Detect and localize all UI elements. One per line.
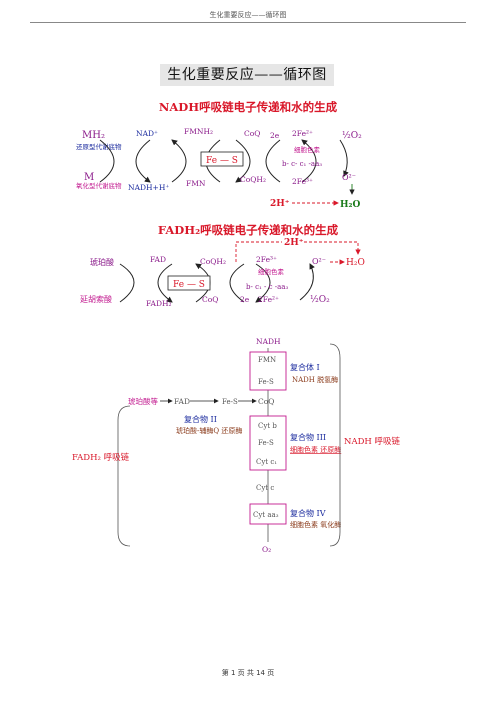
fadh2-cycle-diagram: 2H⁺ 琥珀酸 延胡索酸 FAD FADH₂ Fe — S CoQH₂ CoQ … — [80, 238, 365, 308]
complex3-label: 复合物 III — [290, 432, 326, 442]
fadh2-h-bracket — [235, 241, 358, 262]
fadh2-section-title: FADH₂呼吸链电子传递和水的生成 — [157, 223, 339, 237]
fadh2-half-o2-label: ½O₂ — [310, 294, 330, 305]
fmn-label: FMN — [186, 179, 206, 188]
nadh-brace — [329, 343, 341, 547]
succinate-etc-label: 琥珀酸等 — [128, 396, 158, 406]
fumarate-label: 延胡索酸 — [80, 294, 112, 304]
fadh2-two-fe3-label: 2Fe³⁺ — [256, 255, 277, 264]
nad-plus-label: NAD⁺ — [136, 129, 158, 138]
two-e-label: 2e — [270, 131, 280, 140]
chain-nadh-label: NADH — [256, 337, 281, 346]
succinate-label: 琥珀酸 — [90, 257, 114, 267]
fadh2-two-fe2-label: 2Fe²⁺ — [258, 295, 279, 304]
fadh2-h2o-label: H₂O — [346, 258, 365, 268]
fadh2-cytochrome-label: 细胞色素 — [258, 267, 285, 276]
chain-fes2-label: Fe-S — [222, 398, 238, 406]
half-o2-label: ½O₂ — [342, 130, 362, 141]
cyt-chain-label: b- c- c₁ -aa₃ — [282, 160, 322, 168]
coq-label: CoQ — [244, 129, 260, 138]
fadh2-fe-s-label: Fe — S — [173, 280, 205, 290]
m-label: M — [84, 172, 94, 183]
complex4-desc-label: 细胞色素 氧化酶 — [290, 520, 341, 529]
chain-coq-label: CoQ — [258, 397, 274, 406]
chain-fmn-label: FMN — [258, 356, 276, 364]
chain-cyt-c-label: Cyt c — [256, 484, 274, 492]
fadh2-coqh2-label: CoQH₂ — [200, 257, 226, 266]
m-desc-label: 氧化型代谢底物 — [76, 181, 122, 190]
complex4-box — [249, 503, 287, 525]
fadh2-arc-5 — [255, 263, 271, 303]
nadh-arc-7 — [301, 139, 317, 183]
chain-fad-label: FAD — [174, 397, 190, 406]
fadh2-coq-label: CoQ — [202, 295, 218, 304]
complex4-label: 复合物 IV — [290, 508, 326, 518]
two-h-plus-label: 2H⁺ — [270, 199, 290, 209]
nadh-arc-3 — [171, 139, 187, 183]
fadh2-arc-4 — [229, 263, 245, 303]
o2-arc — [339, 139, 349, 177]
complex1-box — [249, 351, 287, 391]
nadh-chain-label: NADH 呼吸链 — [344, 436, 401, 447]
nadh-arc-2 — [135, 139, 151, 183]
fadh2-o2-minus-label: O²⁻ — [312, 257, 326, 266]
nadh-arc-6 — [265, 139, 281, 183]
header-rule — [30, 22, 466, 23]
nadh-cycle-diagram: MH₂ 还原型代谢底物 M 氧化型代谢底物 NAD⁺ NADH+H⁺ FMNH₂… — [76, 127, 362, 210]
fmnh2-label: FMNH₂ — [184, 127, 213, 136]
nadh-h-label: NADH+H⁺ — [128, 183, 169, 192]
complex2-desc-label: 琥珀酸-辅酶Q 还原酶 — [176, 426, 242, 435]
mh2-label: MH₂ — [82, 130, 105, 141]
fadh2-cyt-chain-label: b- c₁ - c -aa₃ — [246, 283, 288, 291]
mh2-desc-label: 还原型代谢底物 — [76, 142, 122, 151]
fadh2-arc-1 — [119, 263, 135, 303]
running-header: 生化重要反应——循环图 — [209, 11, 287, 19]
complex1-label: 复合体 I — [290, 362, 320, 372]
chain-cyt-aa3-label: Cyt aa₃ — [253, 511, 279, 519]
page-title: 生化重要反应——循环图 — [160, 64, 334, 86]
complex1-desc-label: NADH 脱氢酶 — [292, 375, 338, 384]
fadh2-o2-arc — [299, 263, 315, 301]
h2o-label: H₂O — [340, 200, 360, 210]
complex3-desc-label: 细胞色素 还原酶 — [290, 445, 341, 454]
chain-cyt-c1-label: Cyt c₁ — [256, 458, 277, 466]
two-fe3-label: 2Fe³⁺ — [292, 177, 313, 186]
fadh2-brace — [117, 405, 131, 547]
complex2-label: 复合物 II — [184, 414, 217, 424]
fadh2-two-h-plus-label: 2H⁺ — [284, 238, 304, 248]
cytochrome-label: 细胞色素 — [294, 145, 321, 154]
fadh2-two-e-label: 2e — [240, 295, 250, 304]
complex3-box — [249, 415, 287, 471]
two-fe2-label: 2Fe²⁺ — [292, 129, 313, 138]
respiratory-chain-diagram: NADH FMN Fe-S 复合体 I NADH 脱氢酶 琥珀酸等 FAD Fe… — [72, 337, 401, 554]
fe-s-label: Fe — S — [206, 156, 238, 166]
nadh-arc-5 — [235, 139, 251, 183]
nadh-arc-1 — [99, 139, 115, 183]
chain-fes3-label: Fe-S — [258, 439, 274, 447]
coqh2-label: CoQH₂ — [240, 175, 266, 184]
page-footer: 第 1 页 共 14 页 — [221, 669, 275, 677]
chain-cyt-b-label: Cyt b — [258, 422, 277, 430]
fe-s-box — [200, 151, 244, 167]
nadh-section-title: NADH呼吸链电子传递和水的生成 — [158, 100, 338, 114]
fad-label: FAD — [150, 255, 166, 264]
fadh2-chain-label: FADH₂ 呼吸链 — [72, 452, 130, 463]
chain-o2-label: O₂ — [262, 545, 271, 554]
chain-fes-label: Fe-S — [258, 378, 274, 386]
o2-minus-label: O²⁻ — [342, 173, 356, 182]
fadh2-label: FADH₂ — [146, 299, 172, 308]
fadh2-fe-s-box — [167, 275, 211, 291]
fadh2-arc-2 — [157, 263, 173, 303]
